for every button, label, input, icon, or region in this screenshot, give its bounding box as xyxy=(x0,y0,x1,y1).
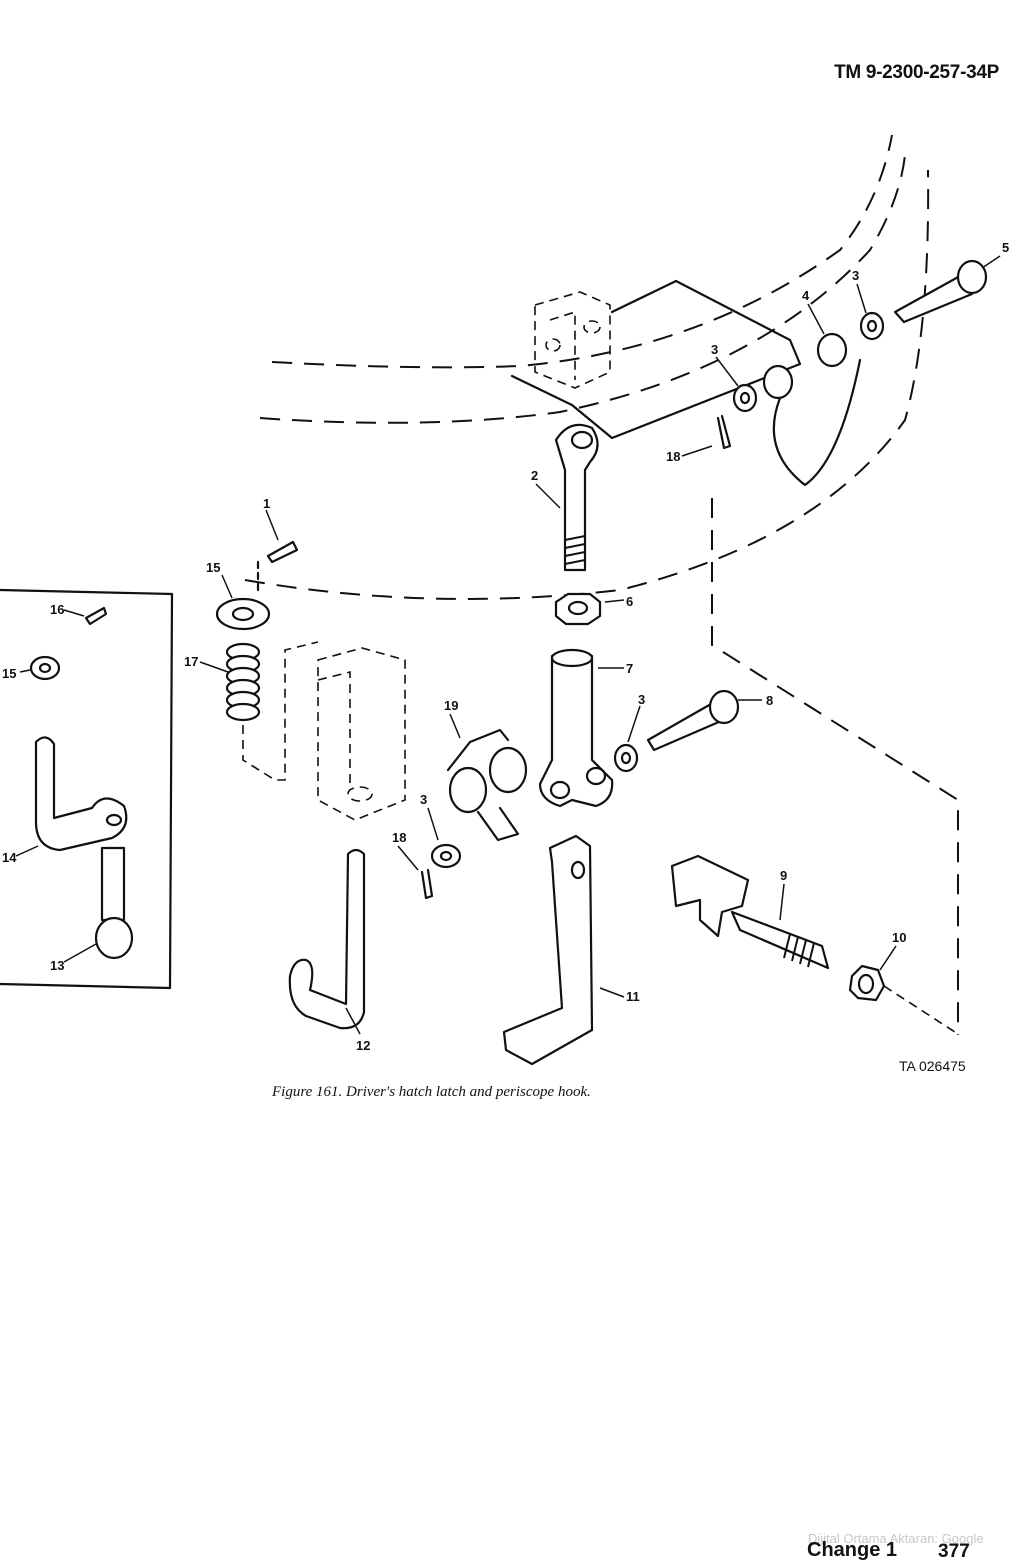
callout-12: 12 xyxy=(356,1038,370,1053)
callout-13: 13 xyxy=(50,958,64,973)
lower-bracket xyxy=(317,647,406,821)
page-number: 377 xyxy=(938,1541,970,1562)
callout-3c: 3 xyxy=(638,692,645,707)
part-8-pin xyxy=(646,689,740,752)
callout-1: 1 xyxy=(263,496,270,511)
callout-11: 11 xyxy=(626,989,640,1004)
callout-15b: 15 xyxy=(2,666,16,681)
callout-3b: 3 xyxy=(711,342,718,357)
part-3-washers xyxy=(430,311,885,869)
callout-14: 14 xyxy=(2,850,17,865)
digitization-watermark: Dijital Ortama Aktaran: Google xyxy=(808,1531,984,1546)
part-2-eye-bolt xyxy=(554,423,599,572)
part-7-clevis xyxy=(538,648,614,808)
callout-10: 10 xyxy=(892,930,906,945)
part-13-eye-bolt xyxy=(100,846,126,922)
figure-caption: Figure 161. Driver's hatch latch and per… xyxy=(272,1084,591,1100)
part-19-torsion-spring xyxy=(446,728,528,842)
upper-bracket xyxy=(510,279,802,440)
part-1-pin xyxy=(256,540,299,592)
part-9-hook-bolt xyxy=(670,854,830,970)
callout-19: 19 xyxy=(444,698,458,713)
hatch-outline-arcs xyxy=(244,134,959,1035)
callout-3d: 3 xyxy=(420,792,427,807)
part-14-hook xyxy=(34,736,128,852)
inset-detail xyxy=(0,588,174,990)
part-11-latch-bar xyxy=(502,834,594,1066)
part-16-pin xyxy=(84,606,108,626)
document-id: TM 9-2300-257-34P xyxy=(834,62,999,83)
callout-3a: 3 xyxy=(852,268,859,283)
part-6-nut xyxy=(554,592,602,626)
callout-15a: 15 xyxy=(206,560,220,575)
callout-6: 6 xyxy=(626,594,633,609)
part-5-pin xyxy=(893,259,988,324)
part-17-spring xyxy=(225,641,319,781)
part-12-j-hook xyxy=(288,848,366,1030)
callout-leaders xyxy=(15,255,1001,1035)
art-identifier: TA 026475 xyxy=(899,1058,966,1074)
callout-5: 5 xyxy=(1002,240,1009,255)
callout-8: 8 xyxy=(766,693,773,708)
part-4-spring xyxy=(762,332,862,487)
part-10-nut xyxy=(848,964,959,1035)
part-15-washer xyxy=(215,597,271,631)
part-18-cotter-pins xyxy=(420,414,732,900)
callout-4: 4 xyxy=(802,288,810,303)
callout-7: 7 xyxy=(626,661,633,676)
change-label: Change 1 xyxy=(807,1539,898,1561)
callout-labels: 1 2 3 3 3 3 4 5 6 7 8 9 10 11 12 13 14 1… xyxy=(2,240,1009,1053)
callout-9: 9 xyxy=(780,868,787,883)
callout-16: 16 xyxy=(50,602,64,617)
callout-18a: 18 xyxy=(666,449,680,464)
callout-17: 17 xyxy=(184,654,198,669)
callout-18b: 18 xyxy=(392,830,406,845)
callout-2: 2 xyxy=(531,468,538,483)
